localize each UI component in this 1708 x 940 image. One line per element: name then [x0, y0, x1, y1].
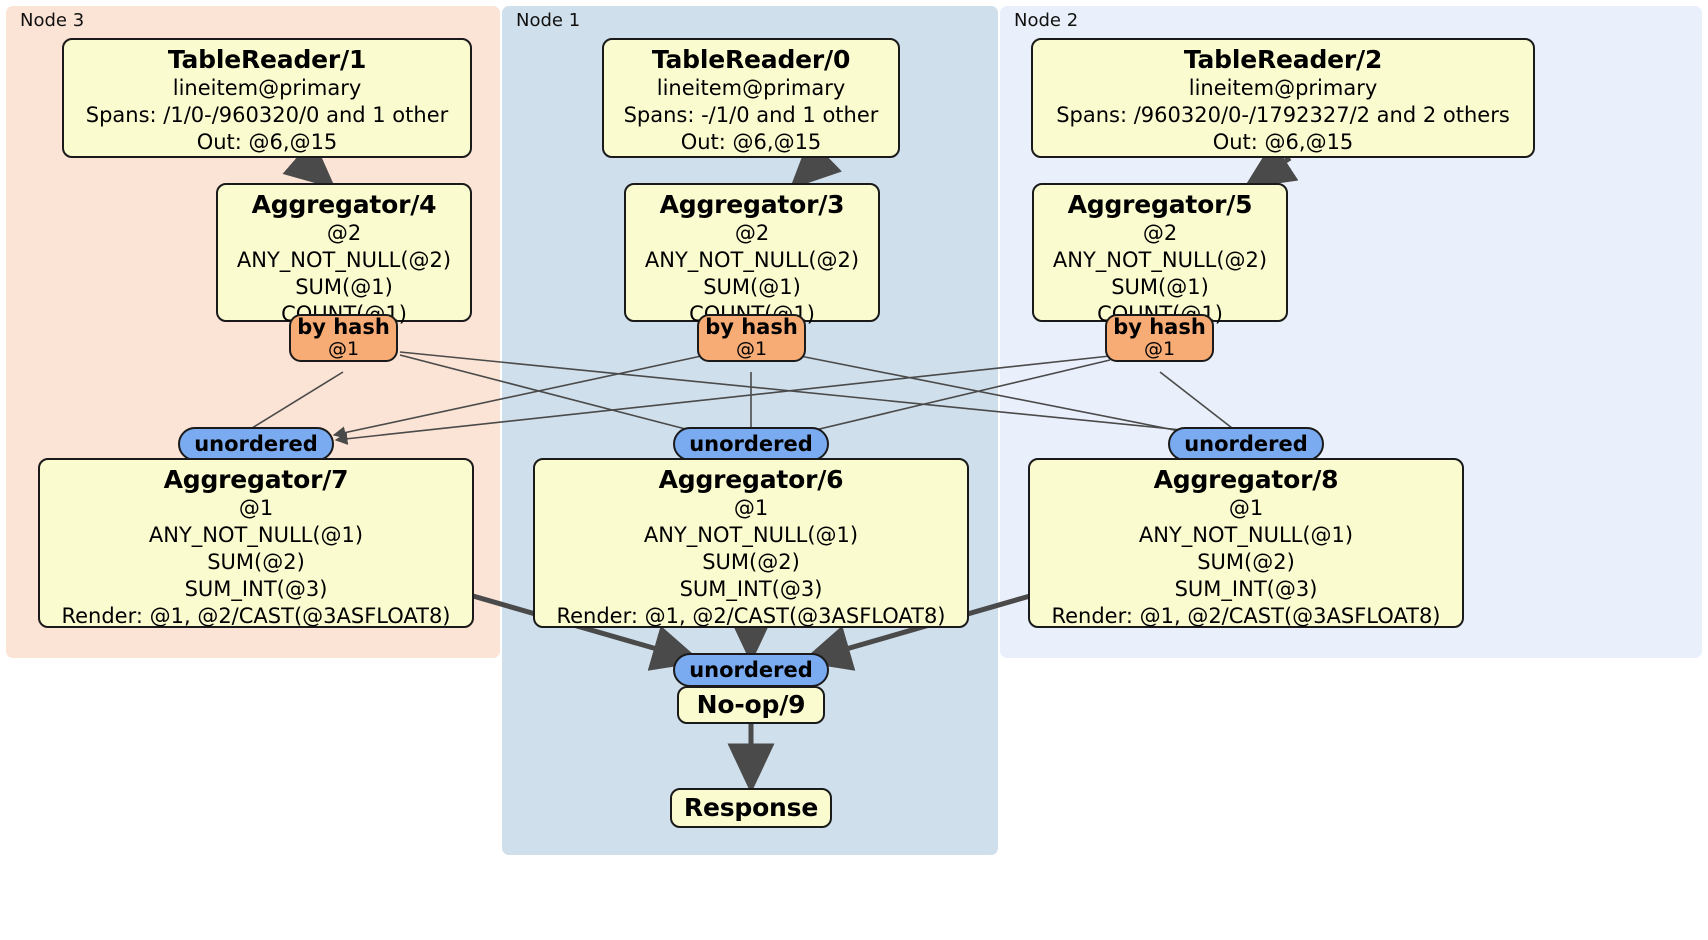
node-line: SUM(@1) — [703, 275, 801, 299]
badge-sublabel: @1 — [735, 338, 768, 360]
node-response[interactable]: Response — [670, 788, 832, 828]
node-region-1-label: Node 1 — [516, 10, 581, 31]
badge-label: unordered — [194, 431, 318, 456]
badge-label: by hash — [705, 315, 798, 339]
node-aggregator-8[interactable]: Aggregator/8 @1 ANY_NOT_NULL(@1) SUM(@2)… — [1028, 458, 1464, 628]
node-tablereader-1[interactable]: TableReader/1 lineitem@primary Spans: /1… — [62, 38, 472, 158]
node-line: ANY_NOT_NULL(@1) — [148, 523, 364, 547]
node-title: Aggregator/4 — [251, 190, 437, 219]
node-line: Out: @6,@15 — [680, 130, 822, 154]
badge-sublabel: @1 — [1143, 338, 1176, 360]
badge-sublabel: @1 — [327, 338, 360, 360]
node-line: lineitem@primary — [1188, 76, 1378, 100]
node-region-2-label: Node 2 — [1014, 10, 1079, 31]
node-line: ANY_NOT_NULL(@1) — [1138, 523, 1354, 547]
node-line: SUM(@2) — [1197, 550, 1295, 574]
node-title: No-op/9 — [696, 690, 806, 719]
node-line: ANY_NOT_NULL(@2) — [644, 248, 860, 272]
node-title: Aggregator/7 — [163, 465, 349, 494]
node-line: Spans: /1/0-/960320/0 and 1 other — [85, 103, 449, 127]
node-aggregator-6[interactable]: Aggregator/6 @1 ANY_NOT_NULL(@1) SUM(@2)… — [533, 458, 969, 628]
node-tablereader-0[interactable]: TableReader/0 lineitem@primary Spans: -/… — [602, 38, 900, 158]
node-line: ANY_NOT_NULL(@2) — [236, 248, 452, 272]
node-line: @2 — [326, 221, 362, 245]
node-line: SUM(@2) — [207, 550, 305, 574]
badge-by-hash-left[interactable]: by hash @1 — [289, 314, 398, 362]
node-title: Aggregator/6 — [658, 465, 844, 494]
node-title: Aggregator/3 — [659, 190, 845, 219]
badge-label: unordered — [689, 431, 813, 456]
node-line: SUM_INT(@3) — [679, 577, 823, 601]
node-line: @1 — [733, 496, 769, 520]
node-tablereader-2[interactable]: TableReader/2 lineitem@primary Spans: /9… — [1031, 38, 1535, 158]
node-line: SUM_INT(@3) — [184, 577, 328, 601]
node-aggregator-5[interactable]: Aggregator/5 @2 ANY_NOT_NULL(@2) SUM(@1)… — [1032, 183, 1288, 326]
node-no-op-9[interactable]: No-op/9 — [677, 686, 825, 724]
node-line: SUM(@1) — [1111, 275, 1209, 299]
node-title: TableReader/2 — [1183, 45, 1383, 74]
node-line: ANY_NOT_NULL(@2) — [1052, 248, 1268, 272]
badge-by-hash-mid[interactable]: by hash @1 — [697, 314, 806, 362]
badge-unordered-final[interactable]: unordered — [673, 653, 829, 687]
node-line: @1 — [238, 496, 274, 520]
node-aggregator-7[interactable]: Aggregator/7 @1 ANY_NOT_NULL(@1) SUM(@2)… — [38, 458, 474, 628]
node-line: Spans: /960320/0-/1792327/2 and 2 others — [1056, 103, 1510, 127]
node-line: SUM(@2) — [702, 550, 800, 574]
node-line: lineitem@primary — [656, 76, 846, 100]
badge-label: unordered — [689, 657, 813, 682]
badge-unordered-right[interactable]: unordered — [1168, 427, 1324, 461]
node-aggregator-4[interactable]: Aggregator/4 @2 ANY_NOT_NULL(@2) SUM(@1)… — [216, 183, 472, 326]
node-line: Render: @1, @2/CAST(@3ASFLOAT8) — [556, 604, 946, 628]
node-title: TableReader/0 — [651, 45, 851, 74]
node-line: Render: @1, @2/CAST(@3ASFLOAT8) — [61, 604, 451, 628]
badge-label: by hash — [1113, 315, 1206, 339]
badge-label: unordered — [1184, 431, 1308, 456]
badge-unordered-left[interactable]: unordered — [178, 427, 334, 461]
node-line: @1 — [1228, 496, 1264, 520]
node-line: SUM_INT(@3) — [1174, 577, 1318, 601]
node-title: Response — [683, 793, 819, 822]
badge-unordered-mid[interactable]: unordered — [673, 427, 829, 461]
node-title: Aggregator/5 — [1067, 190, 1253, 219]
node-region-3-label: Node 3 — [20, 10, 85, 31]
node-line: @2 — [1142, 221, 1178, 245]
node-line: Render: @1, @2/CAST(@3ASFLOAT8) — [1051, 604, 1441, 628]
node-line: Spans: -/1/0 and 1 other — [623, 103, 879, 127]
node-line: @2 — [734, 221, 770, 245]
node-title: Aggregator/8 — [1153, 465, 1339, 494]
node-line: Out: @6,@15 — [1212, 130, 1354, 154]
node-line: ANY_NOT_NULL(@1) — [643, 523, 859, 547]
node-line: SUM(@1) — [295, 275, 393, 299]
node-title: TableReader/1 — [167, 45, 367, 74]
badge-by-hash-right[interactable]: by hash @1 — [1105, 314, 1214, 362]
node-aggregator-3[interactable]: Aggregator/3 @2 ANY_NOT_NULL(@2) SUM(@1)… — [624, 183, 880, 326]
badge-label: by hash — [297, 315, 390, 339]
node-line: lineitem@primary — [172, 76, 362, 100]
node-line: Out: @6,@15 — [196, 130, 338, 154]
